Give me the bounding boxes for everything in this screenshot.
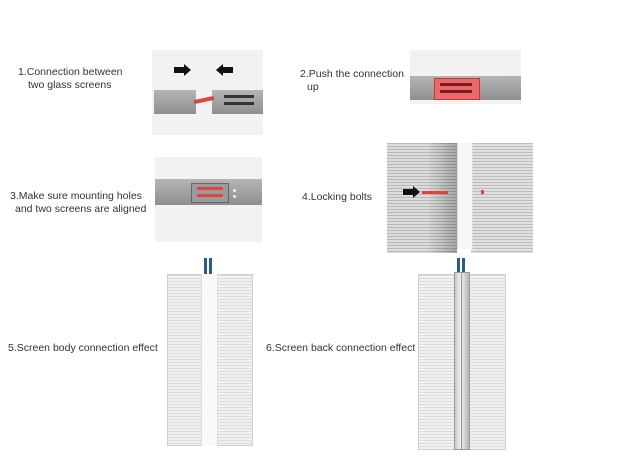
slot bbox=[224, 95, 254, 98]
slot bbox=[440, 83, 472, 86]
left-screen-back bbox=[387, 143, 457, 253]
step-1-label: 1.Connection between two glass screens bbox=[18, 66, 148, 92]
right-screen-back bbox=[471, 143, 533, 253]
right-arrow-head-icon bbox=[413, 186, 420, 198]
cable-connectors bbox=[457, 258, 467, 274]
shadow bbox=[427, 143, 457, 253]
slot-red bbox=[197, 194, 223, 197]
connector-plate bbox=[191, 183, 229, 203]
slot bbox=[224, 102, 254, 105]
slot bbox=[440, 90, 472, 93]
step-5-text-line1: 5.Screen body connection effect bbox=[8, 342, 158, 354]
step-2-text-line2: up bbox=[307, 81, 319, 93]
mounting-hole bbox=[233, 189, 236, 192]
step-4-label: 4.Locking bolts bbox=[302, 191, 372, 204]
step-4-text-line1: 4.Locking bolts bbox=[302, 191, 373, 203]
right-arrow-icon bbox=[174, 67, 184, 73]
cable-connectors bbox=[204, 258, 214, 274]
step-2-text-line1: 2.Push the connection bbox=[300, 68, 404, 80]
connection-strip bbox=[201, 274, 218, 446]
back-connection-bar bbox=[454, 272, 470, 450]
step-5-image bbox=[165, 258, 255, 448]
left-screen-edge bbox=[154, 90, 196, 114]
bar-divider bbox=[461, 272, 462, 450]
step-3-text-line2: and two screens are aligned bbox=[15, 203, 147, 215]
locking-bolt-red bbox=[422, 191, 448, 194]
right-arrow-icon bbox=[403, 189, 413, 195]
step-6-text-line1: 6.Screen back connection effect bbox=[266, 342, 416, 354]
step-2-image bbox=[410, 50, 521, 104]
step-5-label: 5.Screen body connection effect bbox=[8, 342, 158, 355]
step-2-label: 2.Push the connection up bbox=[300, 68, 415, 94]
right-arrow-head-icon bbox=[184, 64, 191, 76]
step-6-label: 6.Screen back connection effect bbox=[266, 342, 415, 355]
step-1-text-line2: two glass screens bbox=[28, 79, 112, 91]
step-6-image bbox=[416, 258, 508, 452]
mounting-hole bbox=[233, 195, 236, 198]
left-arrow-icon bbox=[223, 67, 233, 73]
step-4-image bbox=[387, 143, 533, 253]
slot-red bbox=[197, 187, 223, 190]
left-arrow-head-icon bbox=[216, 64, 223, 76]
step-3-text-line1: 3.Make sure mounting holes bbox=[10, 190, 142, 202]
bolt-hole-red bbox=[481, 190, 484, 194]
step-1-image bbox=[152, 50, 263, 135]
step-3-image bbox=[155, 157, 262, 242]
connector-plate-red bbox=[434, 78, 480, 100]
step-3-label: 3.Make sure mounting holes and two scree… bbox=[10, 190, 160, 216]
step-1-text-line1: 1.Connection between bbox=[18, 66, 123, 78]
connector-strip bbox=[457, 143, 473, 249]
